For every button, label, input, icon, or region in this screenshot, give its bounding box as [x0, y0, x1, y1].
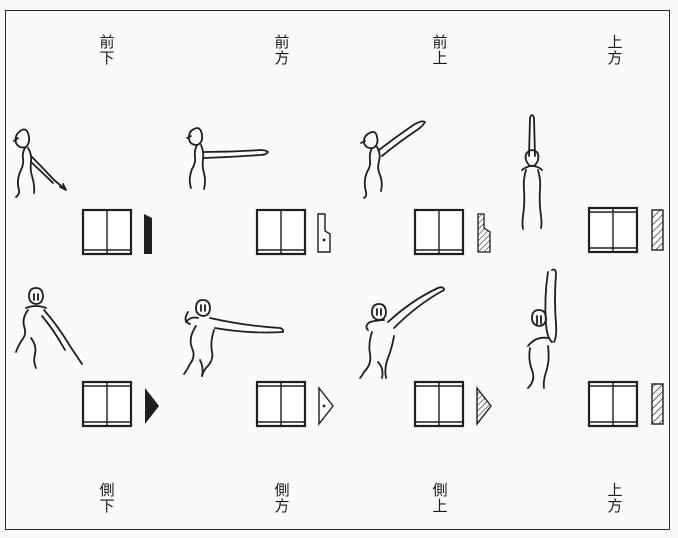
staff-box-side-down — [83, 382, 159, 426]
staff-box-side-up — [415, 382, 491, 426]
figure-up-front — [522, 115, 542, 229]
staff-box-forward-up — [415, 210, 490, 254]
figure-forward-up — [361, 121, 425, 198]
staff-box-side-side — [257, 382, 333, 426]
figure-forward-down — [14, 129, 66, 197]
figure-side-up — [360, 287, 444, 378]
staff-box-up-side — [589, 382, 663, 426]
staff-box-forward-side — [257, 210, 330, 254]
staff-box-forward-down — [83, 210, 152, 254]
figure-up-side — [528, 270, 556, 389]
staff-box-up-front — [589, 208, 663, 252]
figure-side-side — [184, 300, 283, 376]
figure-forward-side — [187, 128, 268, 189]
figure-side-down — [16, 288, 82, 368]
